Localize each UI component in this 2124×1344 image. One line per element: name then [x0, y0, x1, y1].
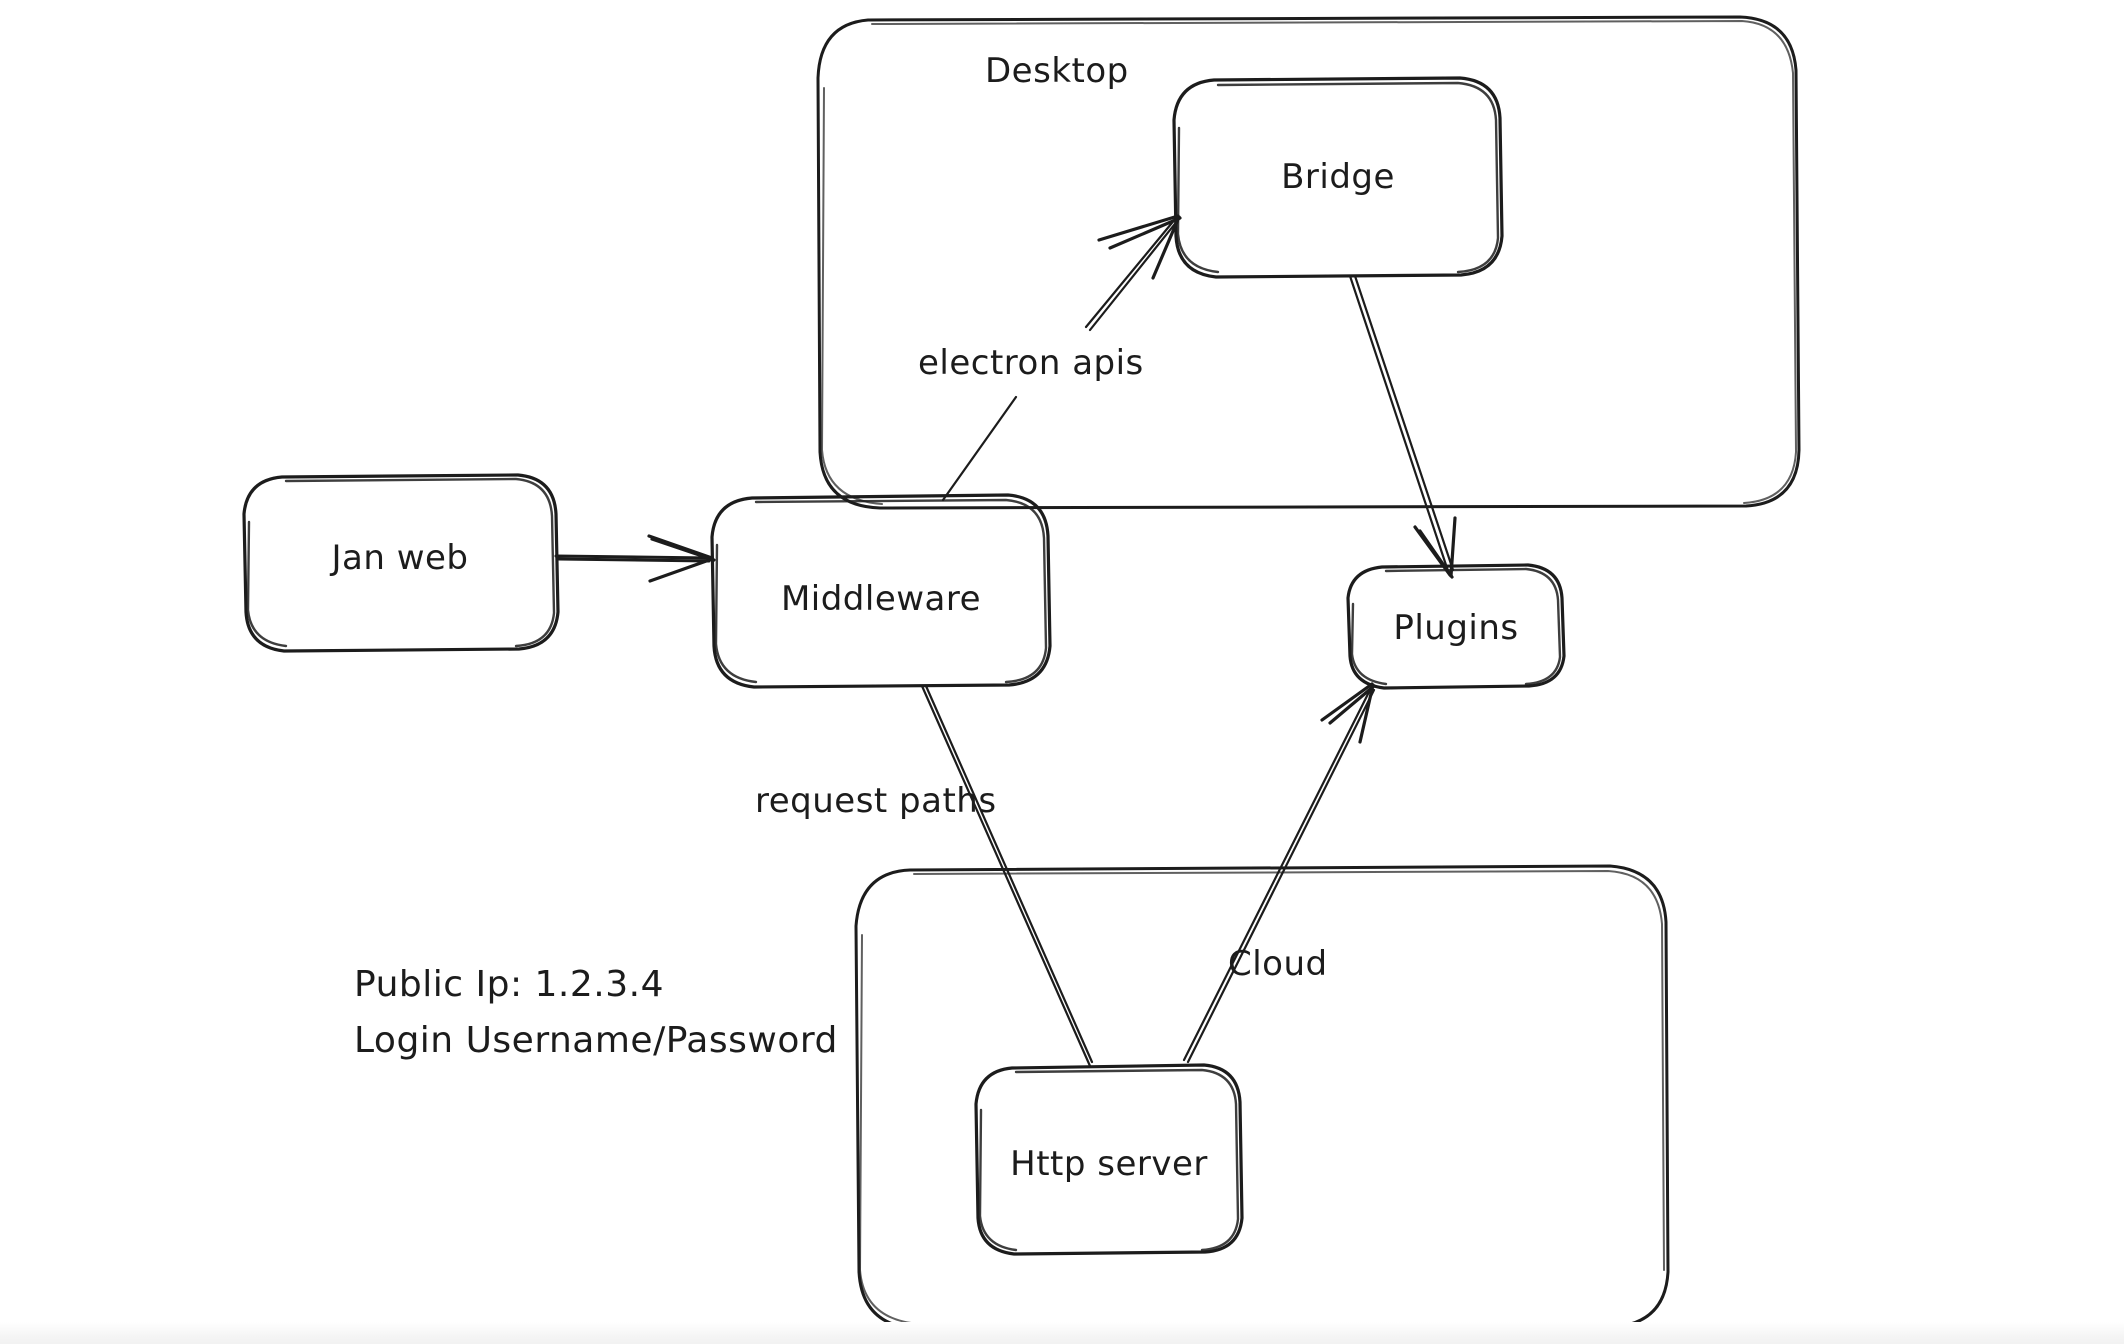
- node-label-plugins: Plugins: [1393, 608, 1518, 648]
- node-label-bridge: Bridge: [1281, 157, 1395, 197]
- container-label-desktop: Desktop: [985, 51, 1129, 91]
- note-credentials: Public Ip: 1.2.3.4 Login Username/Passwo…: [354, 964, 838, 1061]
- node-middleware[interactable]: Middleware: [710, 493, 1052, 689]
- note-public-ip: Public Ip: 1.2.3.4: [354, 964, 664, 1005]
- edge-bridge-plugins[interactable]: [1348, 274, 1457, 579]
- node-bridge[interactable]: Bridge: [1172, 76, 1504, 279]
- edge-janweb-middleware[interactable]: [554, 534, 716, 583]
- bottom-edge-band: [0, 1322, 2124, 1344]
- container-desktop[interactable]: Desktop: [816, 15, 1801, 510]
- edge-httpserver-plugins[interactable]: Cloud: [1182, 682, 1376, 1064]
- node-http-server[interactable]: Http server: [974, 1063, 1244, 1256]
- node-label-jan-web: Jan web: [329, 538, 468, 578]
- edge-label-request-paths: request paths: [755, 781, 997, 821]
- note-login: Login Username/Password: [354, 1020, 838, 1061]
- edge-label-electron-apis: electron apis: [918, 343, 1144, 383]
- edge-middleware-bridge[interactable]: electron apis: [918, 214, 1182, 502]
- node-jan-web[interactable]: Jan web: [242, 473, 560, 653]
- node-label-http-server: Http server: [1010, 1144, 1208, 1184]
- edge-middleware-httpserver[interactable]: request paths: [755, 684, 1094, 1068]
- edge-label-cloud: Cloud: [1228, 944, 1328, 984]
- node-label-middleware: Middleware: [781, 579, 981, 619]
- node-plugins[interactable]: Plugins: [1346, 563, 1566, 690]
